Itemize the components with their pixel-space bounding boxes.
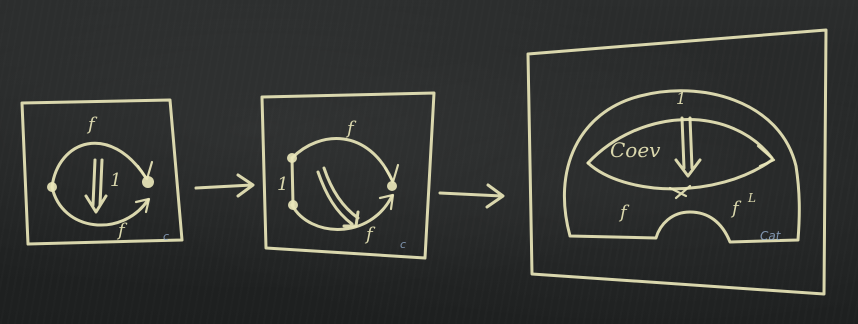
panel-2-bottom-label: f <box>364 224 376 245</box>
panel-1: 1 f f c <box>22 100 182 244</box>
panel-3-two-cell-arrow <box>676 118 700 176</box>
panel-2-top-node <box>287 153 297 163</box>
transition-arrow-2 <box>440 185 503 207</box>
panel-2: 1 f f c <box>262 93 434 258</box>
panel-1-top-label: f <box>86 114 98 135</box>
panel-2-right-node <box>387 181 397 191</box>
panel-3-bottom-left-label: f <box>618 202 630 223</box>
panel-2-two-cell-arrow <box>318 168 358 226</box>
panel-1-right-node <box>142 176 154 188</box>
panel-2-bottom-node <box>288 200 298 210</box>
panel-1-center-label: 1 <box>110 170 121 191</box>
panel-2-left-label: 1 <box>277 174 288 195</box>
panel-3-center-label: Coev <box>610 138 661 162</box>
panel-3: Coev 1 f f L Cat <box>528 30 826 294</box>
panel-1-corner-label: c <box>163 230 169 243</box>
panel-3-bottom-right-label: f <box>730 198 742 219</box>
panel-1-top-arc <box>52 143 146 187</box>
panel-1-bottom-label: f <box>116 220 128 241</box>
panel-1-left-node <box>47 182 57 192</box>
panel-3-top-label: 1 <box>676 89 686 108</box>
transition-arrow-1 <box>196 175 253 196</box>
panel-3-bottom-right-superscript: L <box>747 191 756 205</box>
panel-2-top-arc <box>292 139 392 180</box>
panel-2-identity-segment <box>292 158 293 205</box>
panel-2-corner-label: c <box>400 238 406 251</box>
panel-1-two-cell-arrow <box>86 160 106 212</box>
panel-3-corner-label: Cat <box>760 229 782 243</box>
panel-2-top-label: f <box>345 118 357 139</box>
